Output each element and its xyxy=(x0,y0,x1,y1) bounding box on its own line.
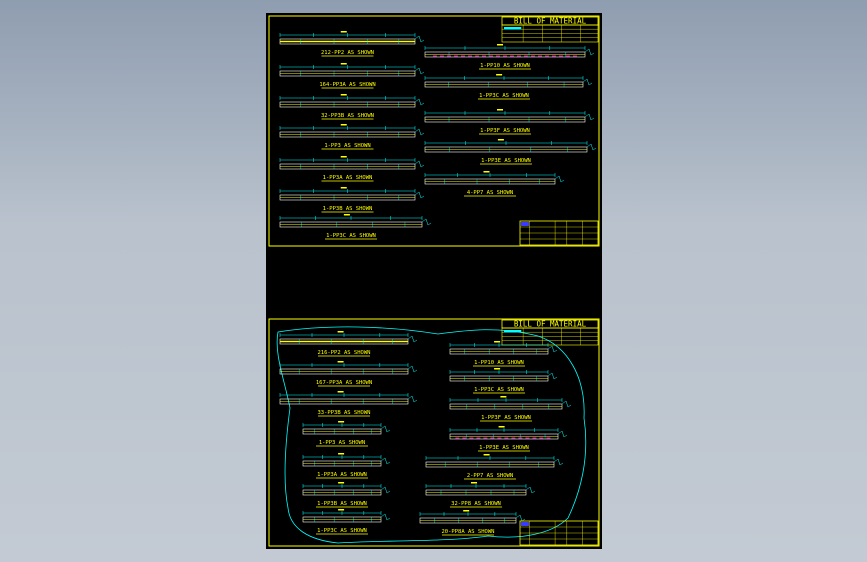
part-label: 167-PP3A AS SHOWN xyxy=(316,380,372,386)
part-label: 216-PP2 AS SHOWN xyxy=(318,350,371,356)
part-label: 1-PP3C AS SHOWN xyxy=(317,528,367,534)
dimension-text-mark xyxy=(497,44,503,46)
dimension-text-mark xyxy=(340,63,347,65)
part-label: 1-PP3A AS SHOWN xyxy=(323,175,373,181)
dimension-text-mark xyxy=(338,482,345,484)
part-label: 1-PP3A AS SHOWN xyxy=(317,472,367,478)
part-label: 1-PP3F AS SHOWN xyxy=(480,128,530,134)
dimension-text-mark xyxy=(340,156,347,158)
part-label: 1-PP3C AS SHOWN xyxy=(474,387,524,393)
dimension-text-mark xyxy=(498,426,505,428)
end-leader xyxy=(547,372,558,380)
part-label: 1-PP3 AS SHOWN xyxy=(319,440,365,446)
end-leader xyxy=(584,113,595,121)
title-block-logo xyxy=(521,522,529,526)
end-leader xyxy=(525,486,536,494)
part-label: 1-PP3E AS SHOWN xyxy=(479,445,529,451)
end-leader xyxy=(554,175,565,183)
part-label: 1-PP3F AS SHOWN xyxy=(481,415,531,421)
end-leader xyxy=(414,128,425,136)
end-leader xyxy=(407,395,418,403)
part-label: 1-PP3 AS SHOWN xyxy=(324,143,370,149)
dimension-text-mark xyxy=(494,341,501,343)
dimension-text-mark xyxy=(500,396,507,398)
end-leader xyxy=(407,335,418,343)
part-label: 1-PP3C AS SHOWN xyxy=(479,93,529,99)
end-leader xyxy=(553,458,564,466)
end-leader xyxy=(380,457,391,465)
end-leader xyxy=(414,98,425,106)
part-label: 33-PP3B AS SHOWN xyxy=(318,410,371,416)
dimension-text-mark xyxy=(494,368,501,370)
dimension-text-mark xyxy=(337,331,344,333)
end-leader xyxy=(557,430,568,438)
dimension-text-mark xyxy=(337,361,344,363)
dimension-text-mark xyxy=(340,187,347,189)
dimension-text-mark xyxy=(340,124,347,126)
end-leader xyxy=(380,513,391,521)
sheet-border xyxy=(268,318,600,547)
drawing-canvas-top: BILL OF MATERIAL 212-PP2 AS SHOWN 164-PP3A… xyxy=(268,15,600,247)
drawing-panel-bottom: BILL OF MATERIAL 216-PP2 AS SHOWN 167-PP3A… xyxy=(268,318,600,547)
revision-cloud xyxy=(276,326,587,544)
dimension-text-mark xyxy=(337,391,344,393)
title-block-logo xyxy=(521,222,529,226)
end-leader xyxy=(584,48,595,56)
part-label: 1-PP10 AS SHOWN xyxy=(480,63,530,69)
end-leader xyxy=(380,486,391,494)
dimension-text-mark xyxy=(496,74,503,76)
end-leader xyxy=(414,67,425,75)
end-leader xyxy=(582,78,593,86)
end-leader xyxy=(414,160,425,168)
part-label: 1-PP3B AS SHOWN xyxy=(323,206,373,212)
dimension-text-mark xyxy=(338,509,345,511)
dimension-text-mark xyxy=(338,421,345,423)
dimension-text-mark xyxy=(340,31,347,33)
part-label: 32-PP3B AS SHOWN xyxy=(321,113,374,119)
dimension-text-mark xyxy=(463,510,470,512)
end-leader xyxy=(407,365,418,373)
end-leader xyxy=(421,218,432,226)
dimension-text-mark xyxy=(497,139,504,141)
drawing-sheet xyxy=(266,13,602,549)
end-leader xyxy=(414,191,425,199)
part-label: 164-PP3A AS SHOWN xyxy=(319,82,375,88)
end-leader xyxy=(561,400,572,408)
part-label: 212-PP2 AS SHOWN xyxy=(321,50,374,56)
bom-title: BILL OF MATERIAL xyxy=(514,17,587,26)
end-leader xyxy=(515,514,526,522)
bom-highlight xyxy=(504,27,522,30)
part-label: 20-PP8A AS SHOWN xyxy=(442,529,495,535)
part-label: 1-PP3C AS SHOWN xyxy=(326,233,376,239)
end-leader xyxy=(380,425,391,433)
end-leader xyxy=(414,35,425,43)
dimension-text-mark xyxy=(471,482,477,484)
dimension-text-mark xyxy=(340,94,347,96)
drawing-canvas-bottom: BILL OF MATERIAL 216-PP2 AS SHOWN 167-PP3A… xyxy=(268,318,600,547)
end-leader xyxy=(547,345,558,353)
dimension-text-mark xyxy=(497,109,503,111)
part-label: 2-PP7 AS SHOWN xyxy=(467,473,513,479)
dimension-text-mark xyxy=(483,454,490,456)
dimension-text-mark xyxy=(338,453,345,455)
dimension-text-mark xyxy=(343,214,350,216)
end-leader xyxy=(586,143,597,151)
part-label: 1-PP10 AS SHOWN xyxy=(474,360,524,366)
dimension-text-mark xyxy=(483,171,490,173)
bom-title: BILL OF MATERIAL xyxy=(514,320,587,329)
part-label: 1-PP3E AS SHOWN xyxy=(481,158,531,164)
part-label: 32-PP8 AS SHOWN xyxy=(451,501,501,507)
part-label: 1-PP3B AS SHOWN xyxy=(317,501,367,507)
part-label: 4-PP7 AS SHOWN xyxy=(467,190,513,196)
sheet-border xyxy=(268,15,600,247)
drawing-panel-top: BILL OF MATERIAL 212-PP2 AS SHOWN 164-PP3A… xyxy=(268,15,600,247)
